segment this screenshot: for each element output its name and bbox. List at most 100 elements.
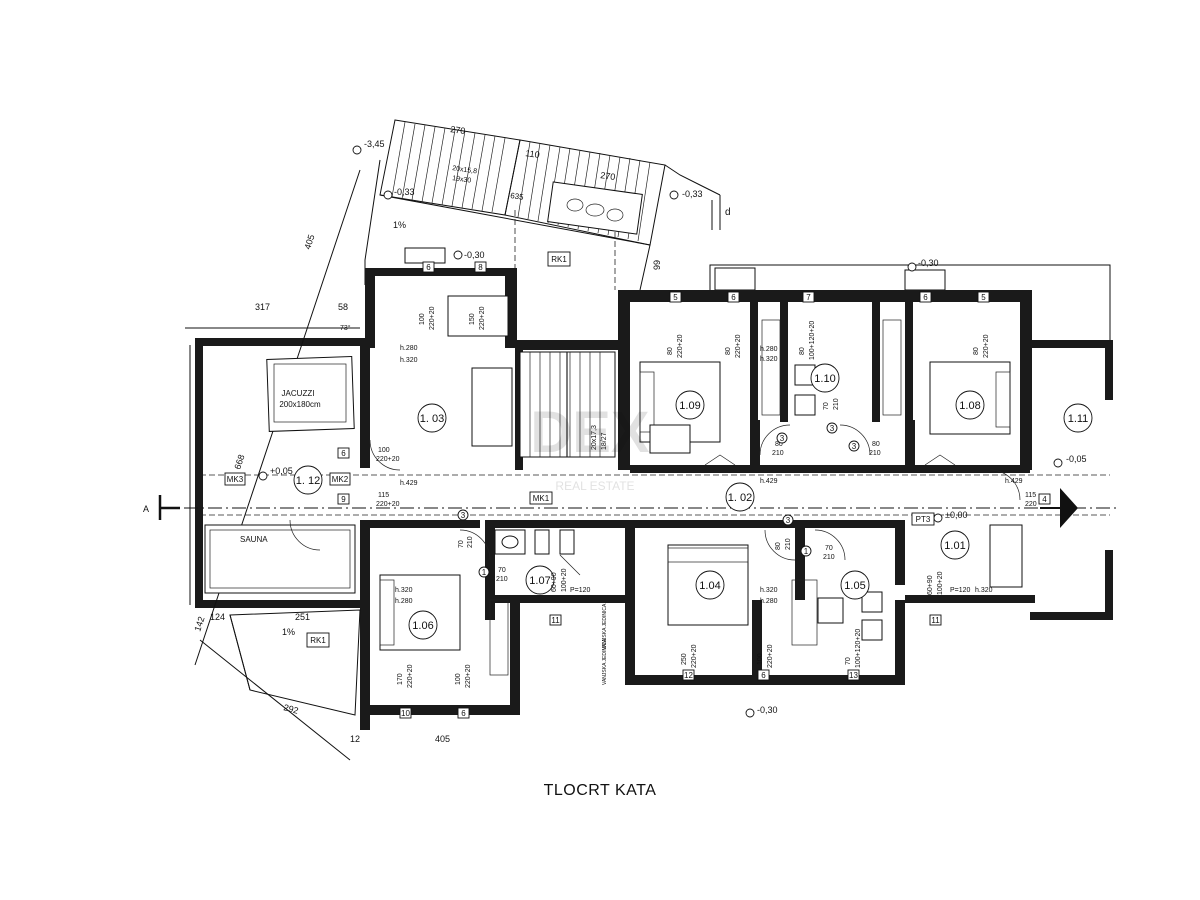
window-size: 220+20: [479, 306, 486, 330]
level-labels: -3,45 -0,33 -0,33 -0,30 -0,30 +0,05 -0,0…: [270, 139, 1087, 715]
door-size: 210: [467, 536, 474, 548]
room-badge-1-02: [725, 482, 755, 512]
window-size: 80: [725, 347, 732, 355]
window-tag: 10: [401, 709, 410, 718]
level-7: -0,05: [1066, 454, 1087, 464]
door-size: 210: [496, 576, 508, 583]
door-size: 70: [825, 545, 833, 552]
dim-stair-ratio: 20x15,8: [452, 165, 478, 175]
watermark-sub: REAL ESTATE: [555, 479, 634, 493]
dim-115-h: 220+20: [376, 501, 400, 508]
dim-142: 142: [192, 615, 206, 632]
door-size: 210: [823, 554, 835, 561]
door-size: 70: [823, 402, 830, 410]
window-size: 220+20: [407, 664, 414, 688]
window-size: 60+90: [551, 572, 558, 592]
dim-405: 405: [302, 233, 316, 250]
window-tag: 7: [806, 293, 811, 302]
dim-270a: 270: [450, 124, 466, 136]
window-size: 170: [397, 673, 404, 685]
room-badge-1-12: [293, 465, 323, 495]
height-label: h.280: [760, 346, 778, 353]
dim-110: 110: [525, 148, 541, 160]
height-label: h.320: [400, 357, 418, 364]
window-tag: 6: [461, 709, 466, 718]
level-6: +0,05: [270, 466, 293, 476]
room-badge-1-03: [417, 403, 447, 433]
height-label: h.320: [975, 587, 993, 594]
north-arrow-icon: d: [725, 207, 731, 218]
door-size: 70: [458, 540, 465, 548]
window-size: 100+20: [937, 571, 944, 595]
door-size: 210: [869, 450, 881, 457]
window-size: 250: [681, 653, 688, 665]
level-2: -0,33: [394, 187, 415, 197]
outdoor-unit-label-1: VANJSKA JEDINICA: [602, 603, 608, 650]
furniture: [204, 295, 1023, 676]
room-1-04: 1.04: [699, 580, 720, 592]
room-1-03: 1. 03: [420, 413, 444, 425]
dim-stair-ratio-2: 19x30: [452, 175, 472, 185]
room-1-10: 1.10: [814, 373, 835, 385]
dim-58: 58: [338, 302, 348, 312]
dim-668: 668: [232, 453, 246, 470]
dim-100-h: 220+20: [376, 456, 400, 463]
mk2-label: MK2: [332, 475, 349, 484]
window-size: 220+20: [735, 334, 742, 358]
dim-317: 317: [255, 302, 270, 312]
window-tag: 5: [981, 293, 986, 302]
room-badge-1-09: [675, 390, 705, 420]
window-size-labels: 80 220+20 80 220+20 80 100+120+20 80 220…: [397, 306, 990, 688]
mk1-label: MK1: [533, 494, 550, 503]
room-1-01: 1.01: [944, 540, 965, 552]
level-8: ±0,00: [945, 510, 967, 520]
room-1-02: 1. 02: [728, 492, 752, 504]
window-tag: 5: [673, 293, 678, 302]
room-1-06: 1.06: [412, 620, 433, 632]
level-markers: [258, 145, 1063, 718]
dim-12: 12: [350, 734, 360, 744]
level-5: -0,30: [918, 258, 939, 268]
window-tag: 8: [478, 263, 483, 272]
mk3-label: MK3: [227, 475, 244, 484]
dim-99: 99: [652, 260, 662, 270]
room-1-07: 1.07: [529, 575, 550, 587]
door-tag: 3: [780, 434, 785, 443]
door-size: 80: [872, 441, 880, 448]
window-size: 220+20: [677, 334, 684, 358]
level-1: -3,45: [364, 139, 385, 149]
dim-115: 115: [378, 492, 389, 499]
window-size: 100+20: [561, 568, 568, 592]
door-size: 210: [785, 538, 792, 550]
window-tag: 6: [426, 263, 431, 272]
dimension-labels: 270 110 270 20x15,8 19x30 635 405 317 58…: [192, 124, 1036, 744]
room-badge-1-06: [408, 610, 438, 640]
door-tag: 3: [830, 424, 835, 433]
dim-100: 100: [378, 447, 390, 454]
dim-251: 251: [295, 612, 310, 622]
door-size: 210: [833, 398, 840, 410]
level-4: -0,30: [464, 250, 485, 260]
room-1-05: 1.05: [844, 580, 865, 592]
height-label: h.429: [760, 478, 778, 485]
dim-73: 73°: [340, 324, 351, 332]
room-1-08: 1.08: [959, 400, 980, 412]
fixture-labels: JACUZZI 200x180cm SAUNA MK1 MK2 MK3 PT3 …: [224, 251, 935, 685]
outdoor-unit-label-2: VANJSKA JEDINICA: [602, 638, 608, 685]
dim-115-right: 115: [1025, 492, 1036, 499]
window-size: 220+20: [767, 644, 774, 668]
dim-405b: 405: [435, 734, 450, 744]
drawing-title: TLOCRT KATA: [543, 782, 657, 799]
dim-292: 292: [282, 702, 299, 716]
window-size: 100+120+20: [809, 321, 816, 360]
deck-left: [185, 327, 361, 716]
room-badge-1-01: [940, 530, 970, 560]
window-size: 100: [757, 653, 764, 665]
room-badge-1-07: [525, 565, 555, 595]
section-marker: A: [143, 504, 149, 514]
door-size: 80: [775, 441, 783, 448]
height-label: h.320: [760, 587, 778, 594]
room-badge-1-11: [1063, 403, 1093, 433]
room-1-11: 1.11: [1068, 413, 1089, 425]
